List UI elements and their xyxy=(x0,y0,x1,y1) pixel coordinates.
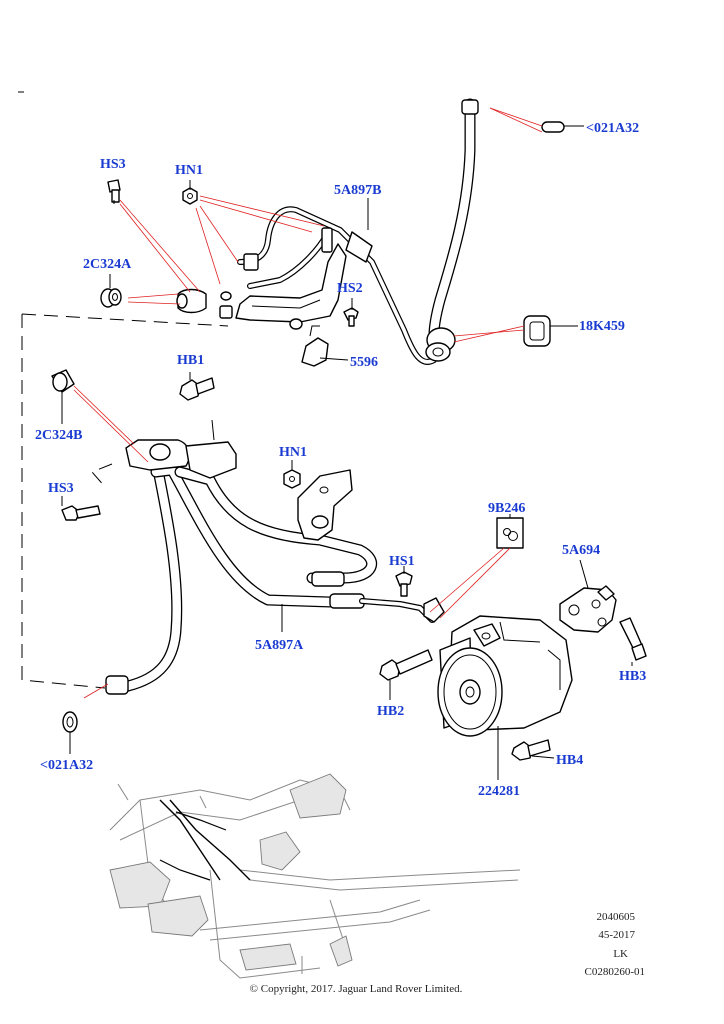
grommet-2c324a xyxy=(100,288,122,308)
hs3-bolt-top xyxy=(107,179,121,203)
copyright-notice: © Copyright, 2017. Jaguar Land Rover Lim… xyxy=(250,983,463,995)
return-hose-5a897b xyxy=(237,98,479,365)
callout-224281: 224281 xyxy=(478,784,520,799)
meta-line-4: C0280260-01 xyxy=(585,966,646,978)
callout-2c324a: 2C324A xyxy=(83,257,132,272)
callout-5a897a: 5A897A xyxy=(255,638,304,653)
vehicle-context-view xyxy=(109,773,521,979)
hb1-bolt xyxy=(179,377,215,401)
callout-021a32-top: <021A32 xyxy=(586,121,639,136)
leader-lines xyxy=(73,107,543,699)
callout-hb2: HB2 xyxy=(377,704,404,719)
callout-hs2: HS2 xyxy=(337,281,363,296)
callout-hb1: HB1 xyxy=(177,353,204,368)
hb4-bolt xyxy=(511,739,551,761)
hs2-screw xyxy=(343,307,359,327)
callout-hs3-top: HS3 xyxy=(100,157,126,172)
callout-hs3-mid: HS3 xyxy=(48,481,74,496)
power-steering-pump-224281 xyxy=(423,597,573,737)
hb2-bolt xyxy=(379,649,433,681)
assembly-boundary xyxy=(21,313,229,689)
pressure-hose-5a897a xyxy=(105,464,435,695)
grommet-2c324b xyxy=(51,369,75,393)
hs1-screw xyxy=(395,571,413,597)
callout-hn1-mid: HN1 xyxy=(279,445,307,460)
callout-9b246: 9B246 xyxy=(488,501,525,516)
clip-18k459 xyxy=(523,315,551,347)
callout-hb3: HB3 xyxy=(619,669,646,684)
callout-5596: 5596 xyxy=(350,355,378,370)
meta-line-3: LK xyxy=(613,948,628,960)
callout-2c324b: 2C324B xyxy=(35,428,82,443)
hb3-bolt xyxy=(619,617,647,661)
cap-021a32-top xyxy=(541,121,565,133)
hs3-bolt-mid xyxy=(61,505,101,521)
hn1-nut-mid xyxy=(283,469,301,489)
meta-line-2: 45-2017 xyxy=(598,929,635,941)
lower-bracket-assembly xyxy=(125,419,353,541)
seal-kit-9b246 xyxy=(496,517,524,549)
black-leaders xyxy=(61,125,633,780)
callout-hb4: HB4 xyxy=(556,753,583,768)
callout-hn1-top: HN1 xyxy=(175,163,203,178)
callout-hs1: HS1 xyxy=(389,554,415,569)
pump-bracket-5a694 xyxy=(559,585,617,633)
callout-5a694: 5A694 xyxy=(562,543,600,558)
upper-tube-coupling xyxy=(176,288,233,319)
meta-line-1: 2040605 xyxy=(597,911,636,923)
callout-18k459: 18K459 xyxy=(579,319,625,334)
callout-5a897b: 5A897B xyxy=(334,183,381,198)
bracket-5596-assembly xyxy=(235,227,373,367)
cap-021a32-bottom xyxy=(62,711,78,733)
hn1-nut-top xyxy=(182,187,198,205)
clip-18k459-installed xyxy=(425,327,456,362)
callout-021a32-bottom: <021A32 xyxy=(40,758,93,773)
